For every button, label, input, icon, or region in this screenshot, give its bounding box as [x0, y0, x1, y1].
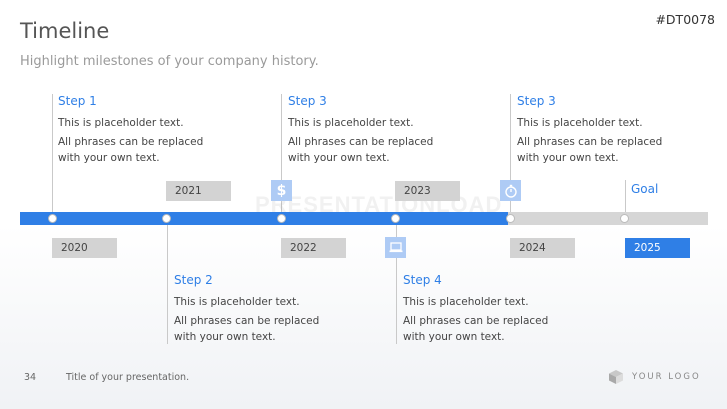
step-connector-line: [281, 94, 282, 218]
year-label-2022: 2022: [281, 238, 346, 258]
year-label-2020: 2020: [52, 238, 117, 258]
step-title: Step 1: [58, 94, 97, 108]
step-text: All phrases can be replaced with your ow…: [174, 315, 320, 343]
step-text: This is placeholder text.: [58, 117, 184, 129]
step-card: Step 2 This is placeholder text. All phr…: [174, 273, 344, 345]
timeline-dot: [48, 214, 57, 223]
step-title: Step 2: [174, 273, 213, 287]
step-text: This is placeholder text.: [517, 117, 643, 129]
laptop-icon: [385, 237, 406, 258]
timeline-progress: [20, 212, 509, 225]
step-connector-line: [396, 218, 397, 344]
timeline-dot: [277, 214, 286, 223]
year-label-2025: 2025: [625, 238, 690, 258]
year-label-2023: 2023: [395, 181, 460, 201]
step-connector-line: [52, 94, 53, 218]
laptop-icon-glyph: [389, 242, 402, 253]
step-title: Step 3: [288, 94, 327, 108]
step-text: All phrases can be replaced with your ow…: [288, 136, 434, 164]
step-card: Step 3 This is placeholder text. All phr…: [517, 94, 687, 166]
timeline-dot: [506, 214, 515, 223]
stopwatch-icon: [500, 180, 521, 201]
timeline-dot: [620, 214, 629, 223]
slide-code: #DT0078: [655, 12, 715, 27]
step-text: This is placeholder text.: [174, 296, 300, 308]
dollar-icon: $: [271, 180, 292, 201]
step-card: Step 3 This is placeholder text. All phr…: [288, 94, 458, 166]
company-logo: YOUR LOGO: [608, 369, 701, 385]
goal-connector-line: [625, 180, 626, 218]
page-number: 34: [24, 372, 37, 383]
footer-presentation-title: Title of your presentation.: [66, 372, 190, 383]
step-title: Step 3: [517, 94, 556, 108]
timeline-dot: [391, 214, 400, 223]
timeline-dot: [162, 214, 171, 223]
slide-subtitle: Highlight milestones of your company his…: [20, 54, 319, 69]
step-text: This is placeholder text.: [403, 296, 529, 308]
step-connector-line: [167, 218, 168, 344]
step-card: Step 4 This is placeholder text. All phr…: [403, 273, 573, 345]
step-text: All phrases can be replaced with your ow…: [517, 136, 663, 164]
step-connector-line: [510, 94, 511, 218]
logo-cube-icon: [609, 370, 623, 384]
year-label-2021: 2021: [166, 181, 231, 201]
stopwatch-icon-glyph: [504, 184, 517, 198]
logo-text: YOUR LOGO: [632, 372, 701, 382]
dollar-symbol: $: [276, 182, 287, 199]
step-title: Step 4: [403, 273, 442, 287]
goal-label: Goal: [631, 182, 659, 196]
step-text: All phrases can be replaced with your ow…: [403, 315, 549, 343]
year-label-2024: 2024: [510, 238, 575, 258]
step-text: This is placeholder text.: [288, 117, 414, 129]
slide-title: Timeline: [20, 19, 110, 43]
step-text: All phrases can be replaced with your ow…: [58, 136, 204, 164]
step-card: Step 1 This is placeholder text. All phr…: [58, 94, 228, 166]
